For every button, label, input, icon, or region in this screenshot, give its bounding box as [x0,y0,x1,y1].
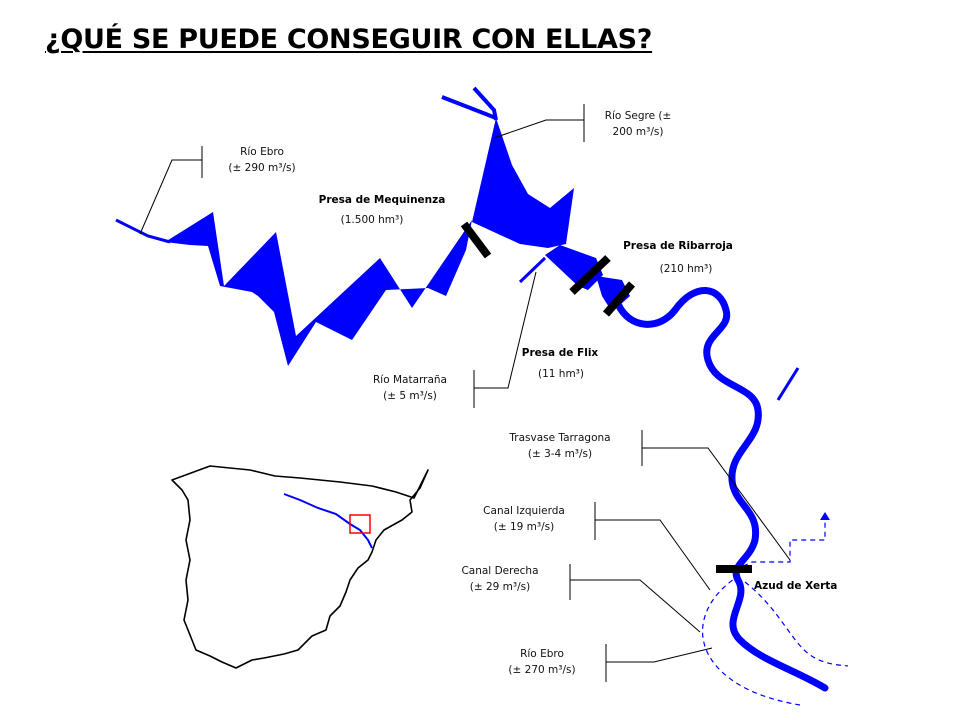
label-matarrana-name: Río Matarraña [373,374,447,386]
label-tarragona-flow: (± 3-4 m³/s) [528,448,592,460]
label-segre-line2: 200 m³/s) [613,126,664,138]
leader-tarragona-diag [642,447,791,561]
iberia-inset-map [171,465,429,669]
leader-segre-diag [493,119,584,139]
dam-ribarroja [569,255,611,295]
river-ebro-lower [614,287,829,692]
label-ribarroja-name: Presa de Ribarroja [623,240,733,252]
river-segre-branch [472,86,498,121]
label-xerta: Azud de Xerta [754,580,837,592]
label-ribarroja-capacity: (210 hm³) [660,263,713,275]
page-title: ¿QUÉ SE PUEDE CONSEGUIR CON ELLAS? [45,24,653,55]
label-flix-name: Presa de Flix [522,347,599,359]
leader-izquierda-diag [595,519,711,591]
label-izquierda-flow: (± 19 m³/s) [494,521,554,533]
label-matarrana-flow: (± 5 m³/s) [383,390,437,402]
label-izquierda-name: Canal Izquierda [483,505,565,517]
dam-flix [602,281,636,317]
inset-location-marker [349,514,371,534]
river-matarrana [518,256,547,284]
leader-derecha-diag [570,579,701,633]
label-derecha-flow: (± 29 m³/s) [470,581,530,593]
iberia-ebro-river [283,493,373,549]
label-ebro-in-flow: (± 290 m³/s) [228,162,295,174]
label-ebro-out-flow: (± 270 m³/s) [508,664,575,676]
iberia-outline [171,465,429,669]
canal-right [734,518,826,571]
label-mequinenza-capacity: (1.500 hm³) [341,214,404,226]
river-segre-upper [441,95,497,120]
label-mequinenza-name: Presa de Mequinenza [319,194,446,206]
river-tributary [776,367,800,401]
canal-arrow [820,512,830,520]
leader-matarrana-diag [474,271,537,389]
river-ebro-inflow [115,218,171,244]
flix-reservoir [596,276,630,312]
label-derecha-name: Canal Derecha [461,565,538,577]
canal-left [702,574,801,706]
leader-ebro-in-diag [139,159,202,235]
dam-mequinenza [460,221,492,259]
segre-reservoir [472,118,574,248]
label-flix-capacity: (11 hm³) [538,368,584,380]
mequinenza-reservoir [165,212,472,366]
label-segre-line1: Río Segre (± [605,110,672,122]
label-tarragona-name: Trasvase Tarragona [508,432,610,444]
canal-derecha-path [744,581,849,667]
label-ebro-out-name: Río Ebro [520,648,564,660]
label-ebro-in-name: Río Ebro [240,146,284,158]
leader-ebro-out-diag [606,647,713,663]
